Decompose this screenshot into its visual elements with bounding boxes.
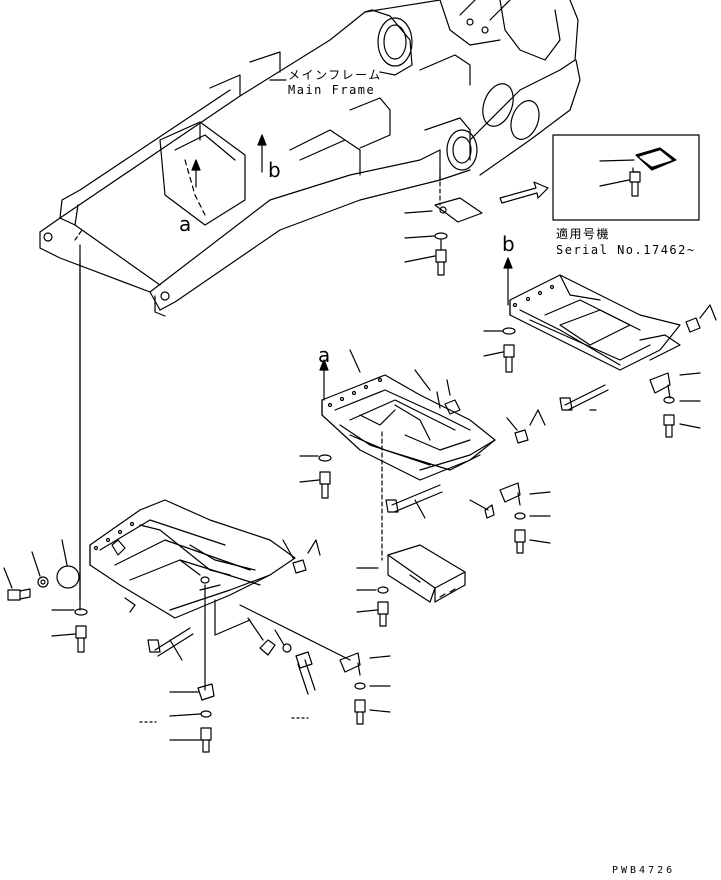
guard-a xyxy=(299,349,551,561)
guard-lower xyxy=(3,499,391,753)
inset-box xyxy=(552,134,700,221)
drawing-code: PWB4726 xyxy=(612,865,676,876)
main-frame-label-en: Main Frame xyxy=(288,83,376,97)
main-frame xyxy=(39,0,581,601)
view-marker-b-guard: b xyxy=(502,232,515,256)
view-marker-a-guard: a xyxy=(318,343,331,367)
direction-arrow xyxy=(499,181,549,204)
serial-label: Serial No.17462~ xyxy=(556,243,696,257)
main-frame-label-jp: メインフレーム xyxy=(288,68,382,82)
cover-plate-assembly xyxy=(404,174,483,276)
controller-box xyxy=(356,544,466,627)
view-marker-a-frame: a xyxy=(179,212,192,236)
applicable-label: 適用号機 xyxy=(556,227,611,241)
view-marker-b-frame: b xyxy=(268,158,281,182)
view-arrows-frame xyxy=(191,134,267,188)
guard-b xyxy=(483,257,717,438)
